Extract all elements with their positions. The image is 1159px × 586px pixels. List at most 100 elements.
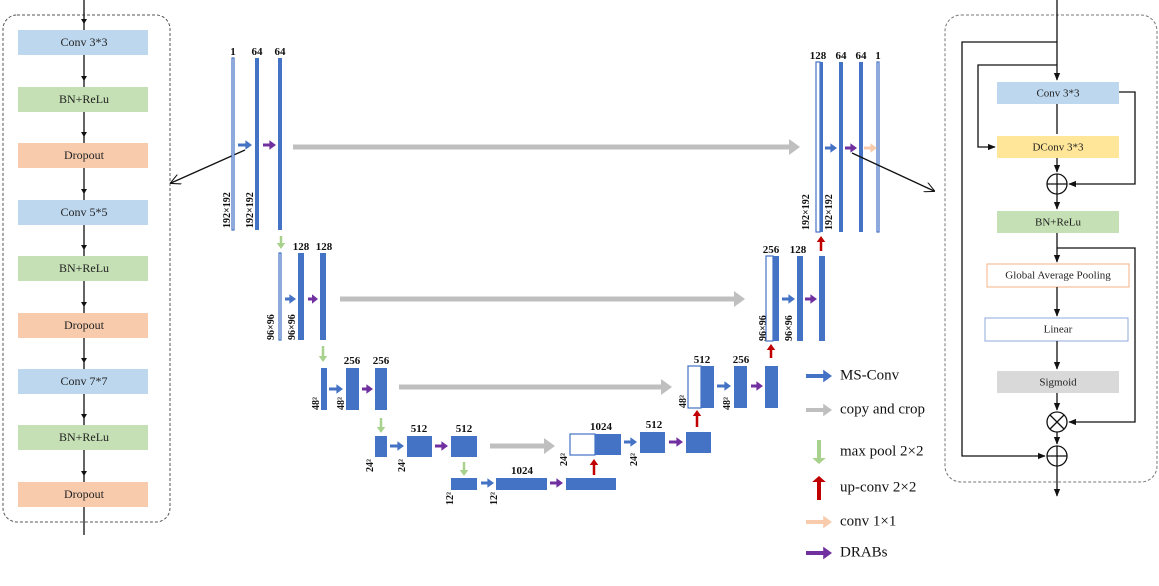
output-map (876, 61, 880, 233)
ms-conv-arrow-icon (390, 441, 404, 451)
feature-map (765, 366, 778, 408)
feature-map (859, 62, 863, 232)
channel-label: 1024 (511, 465, 534, 477)
size-label: 96×96 (287, 314, 298, 340)
decoder: 1024 512 24² 24² 512 256 48² 48² 256 128… (559, 50, 881, 466)
feature-map (298, 253, 304, 340)
feature-map (451, 436, 477, 457)
up-conv-arrow-icon (692, 410, 702, 427)
down-arrow-green-icon (812, 440, 826, 464)
size-label: 24² (365, 459, 376, 472)
residual-line (961, 41, 1057, 460)
size-label: 12² (489, 492, 500, 505)
feature-map (451, 478, 477, 490)
pointer-line (851, 152, 934, 191)
drabs-arrow-icon (362, 384, 373, 394)
block-label: Conv 7*7 (60, 374, 107, 388)
drabs-arrow-icon (435, 441, 448, 451)
channel-label: 128 (316, 241, 333, 253)
up-conv-arrow-icon (766, 344, 776, 358)
max-pool-arrow-icon (459, 462, 469, 476)
ms-conv-arrow-icon (717, 381, 731, 391)
ms-conv-arrow-icon (624, 437, 637, 447)
channel-label: 512 (456, 423, 473, 435)
feature-map (496, 478, 547, 490)
feature-map (640, 432, 665, 453)
feature-map (231, 57, 235, 231)
channel-label: 128 (293, 241, 310, 253)
block-label: Global Average Pooling (1005, 270, 1111, 282)
channel-label: 128 (810, 50, 827, 62)
block-label: Linear (1044, 324, 1073, 336)
drabs-arrow-icon (263, 140, 276, 150)
drabs-arrow-icon (550, 478, 563, 488)
ms-conv-arrow-icon (825, 143, 837, 153)
block-label: Dropout (64, 148, 105, 162)
channel-label: 256 (344, 355, 361, 367)
channel-label: 512 (411, 423, 428, 435)
encoder: 1 64 64 192×192 192×192 128 128 96×96 96… (222, 46, 616, 505)
layer-block (18, 200, 148, 225)
up-conv-arrow-icon (816, 236, 826, 251)
drabs-arrow-icon (751, 381, 763, 391)
copy-crop-arrow-icon (340, 291, 745, 307)
layer-block (18, 87, 148, 112)
size-label: 24² (397, 459, 408, 472)
feature-map (797, 256, 803, 341)
channel-label: 1 (230, 46, 236, 58)
channel-label: 512 (694, 354, 711, 366)
arrowhead-icon (81, 302, 87, 307)
copy-crop-arrow-icon (399, 379, 672, 395)
global-average-pooling-block (986, 263, 1130, 288)
size-label: 96×96 (758, 315, 769, 341)
block-label: Dropout (64, 487, 105, 501)
cropped-map (815, 61, 821, 233)
feature-map (701, 366, 714, 408)
block-label: Sigmoid (1039, 377, 1077, 389)
feature-map (407, 436, 432, 457)
feature-map (375, 436, 387, 457)
legend-label: up-conv 2×2 (840, 479, 916, 495)
ms-conv-arrow-icon (238, 140, 252, 150)
legend-label: max pool 2×2 (840, 443, 923, 459)
size-label: 192×192 (801, 194, 812, 230)
feature-map (819, 256, 825, 341)
legend-label: MS-Conv (840, 367, 900, 383)
feature-map (278, 58, 282, 230)
feature-map (321, 368, 327, 410)
conv1x1-arrow-icon (864, 143, 877, 153)
size-label: 96×96 (266, 314, 277, 340)
right-arrow-purple-icon (806, 546, 832, 560)
block-label: Dropout (64, 318, 105, 332)
drabs-arrow-icon (805, 294, 817, 304)
cropped-map (569, 433, 596, 456)
ms-conv-arrow-icon (329, 384, 343, 394)
ms-conv-arrow-icon (782, 294, 795, 304)
size-label: 192×192 (222, 192, 233, 228)
drabs-arrow-icon (845, 143, 857, 153)
add-icon (1046, 173, 1068, 195)
layer-block (18, 425, 148, 450)
arrowhead-icon (81, 76, 87, 81)
channel-label: 1024 (590, 421, 613, 433)
size-label: 192×192 (245, 192, 256, 228)
arrowhead-icon (81, 189, 87, 194)
copy-crop-arrow-icon (293, 139, 800, 155)
layer-block (18, 369, 148, 394)
size-label: 192×192 (824, 194, 835, 230)
arrowhead-icon (81, 19, 87, 24)
arrowhead-icon (81, 471, 87, 476)
max-pool-arrow-icon (318, 346, 328, 362)
size-label: 24² (629, 453, 640, 466)
multiply-icon (1046, 411, 1068, 433)
drabs-arrow-icon (308, 294, 318, 304)
feature-map (346, 368, 359, 410)
dashed-border (944, 14, 1158, 483)
feature-map (278, 252, 282, 341)
ms-conv-arrow-icon (285, 294, 296, 304)
conv-3x3-block (997, 82, 1119, 104)
block-label: BN+ReLu (59, 92, 109, 106)
dashed-border (2, 14, 171, 523)
right-arrow-blue-icon (806, 369, 832, 383)
size-label: 96×96 (784, 315, 795, 341)
